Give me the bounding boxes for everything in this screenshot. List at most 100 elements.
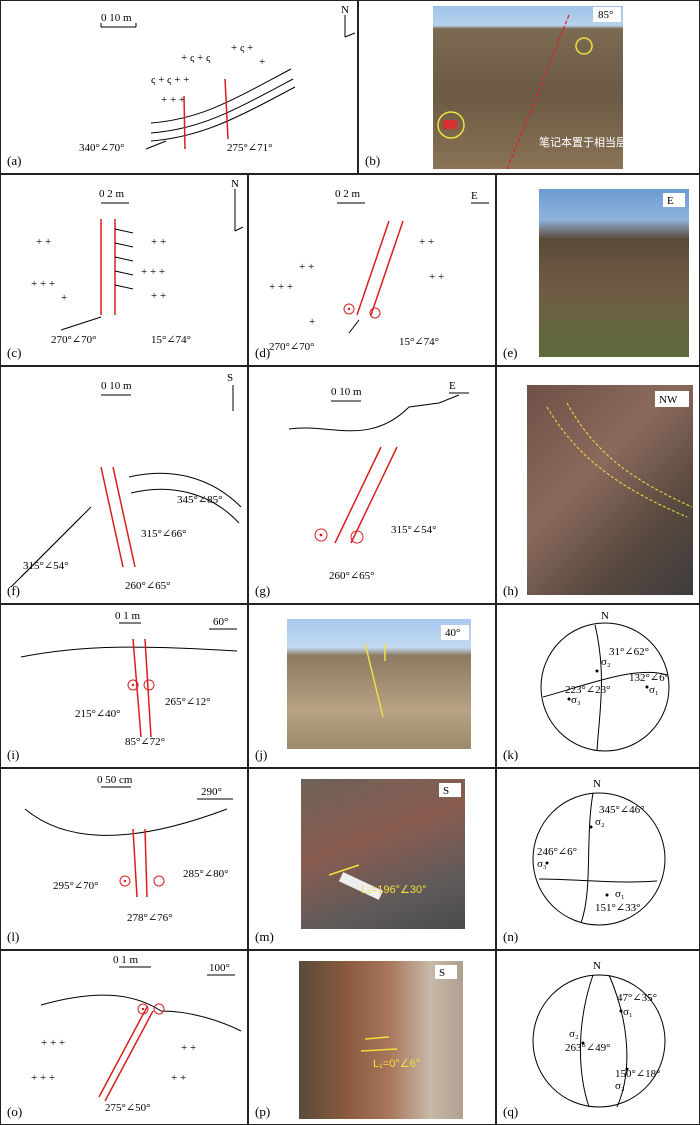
photo-j-overlay: 40° (364, 625, 469, 718)
svg-text:+ + +: + + + (161, 94, 185, 106)
north-arrow-c: N (231, 178, 239, 190)
sketch-i: 0 1 m 60° 265°∠12° 215°∠40° 85°∠72° (20, 610, 238, 748)
attitude-l-3: 278°∠76° (127, 912, 173, 924)
direction-d: E (471, 190, 478, 202)
photo-m (301, 779, 465, 929)
sketch-c: 0 2 m N + ++ + ++ + ++ + ++ + 270°∠70° 1… (31, 178, 244, 346)
svg-text:+ +: + + (429, 271, 444, 283)
svg-text:+ ς + ς: + ς + ς (181, 52, 211, 64)
sketch-l: 0 50 cm 290° 295°∠70° 285°∠80° 278°∠76° (24, 774, 233, 924)
orientation-b: 85° (598, 9, 613, 21)
photo-h (527, 385, 693, 595)
panel-b: 85° 笔记本置于相当层 (b) (358, 0, 700, 174)
direction-g: E (449, 380, 456, 392)
svg-text:+ +: + + (181, 1042, 196, 1054)
scale-bar-f: 0 10 m (101, 380, 132, 392)
svg-text:+ +: + + (299, 261, 314, 273)
panel-m: S L₁=196°∠30° (m) (248, 768, 496, 950)
photo-p-overlay: S L₁=0°∠6° (360, 965, 457, 1070)
attitude-f-1: 345°∠85° (177, 494, 223, 506)
orientation-i: 60° (213, 616, 228, 628)
sigma3-q: σ₃ (615, 1080, 625, 1092)
panel-label-c: (c) (7, 345, 22, 360)
svg-text:+: + (309, 316, 315, 328)
attitude-d-left: 270°∠70° (269, 341, 315, 353)
attitude-c-left: 270°∠70° (51, 334, 97, 346)
svg-text:+ +: + + (171, 1072, 186, 1084)
svg-text:+ +: + + (151, 290, 166, 302)
photo-b-overlay: 85° 笔记本置于相当层 (437, 7, 627, 170)
pole-k-2: 223°∠23° (565, 684, 611, 696)
sketch-a: 0 10 m N + ς + ς ς + ς + + + + + + ς + +… (79, 4, 356, 154)
panel-l: 0 50 cm 290° 295°∠70° 285°∠80° 278°∠76° … (0, 768, 248, 950)
panel-o: 0 1 m 100° + + ++ + ++ ++ + 275°∠50° (o) (0, 950, 248, 1125)
attitude-i-1: 265°∠12° (165, 696, 211, 708)
sigma1-k: σ₁ (649, 684, 659, 696)
sketch-f: 0 10 m S 345°∠85° 315°∠66° 315°∠54° 260°… (10, 372, 242, 592)
scale-bar-l: 0 50 cm (97, 774, 133, 786)
panel-d: 0 2 m E + + ++ ++ + ++ + 270°∠70° 15°∠74… (248, 174, 496, 366)
attitude-i-3: 85°∠72° (125, 736, 165, 748)
lineation-m: L₁=196°∠30° (361, 884, 427, 896)
panel-j: 40° (j) (248, 604, 496, 768)
panel-h: NW (h) (496, 366, 700, 604)
caption-b: 笔记本置于相当层 (539, 135, 627, 149)
attitude-c-right: 15°∠74° (151, 334, 191, 346)
panel-i: 0 1 m 60° 265°∠12° 215°∠40° 85°∠72° (i) (0, 604, 248, 768)
panel-label-n: (n) (503, 929, 519, 944)
scale-bar-o: 0 1 m (113, 954, 139, 966)
photo-e (539, 189, 689, 357)
pole-k-1: 31°∠62° (609, 646, 649, 658)
sigma3-k: σ₃ (571, 694, 581, 706)
sigma2-q: σ₂ (569, 1028, 579, 1040)
pole-n-1: 345°∠46° (599, 804, 645, 816)
svg-text:+: + (61, 292, 67, 304)
direction-f: S (227, 372, 233, 384)
photo-h-overlay: NW (546, 391, 693, 518)
svg-text:+: + (259, 56, 265, 68)
attitude-d-right: 15°∠74° (399, 336, 439, 348)
attitude-a-right: 275°∠71° (227, 142, 273, 154)
svg-text:+ + +: + + + (41, 1037, 65, 1049)
panel-label-k: (k) (503, 747, 519, 762)
panel-label-d: (d) (255, 345, 271, 360)
panel-label-g: (g) (255, 583, 271, 598)
svg-text:+ +: + + (36, 236, 51, 248)
panel-q: N 47°∠35° σ₁ σ₂ 263°∠49° 150°∠18° σ₃ (q) (496, 950, 700, 1125)
panel-g: 0 10 m E 315°∠54° 260°∠65° (g) (248, 366, 496, 604)
sigma1-q: σ₁ (623, 1006, 633, 1018)
north-label-q: N (593, 960, 601, 972)
sketch-g: 0 10 m E 315°∠54° 260°∠65° (288, 380, 469, 582)
attitude-l-2: 285°∠80° (183, 868, 229, 880)
pole-q-1: 47°∠35° (617, 992, 657, 1004)
panel-c: 0 2 m N + ++ + ++ + ++ + ++ + 270°∠70° 1… (0, 174, 248, 366)
panel-label-e: (e) (503, 345, 518, 360)
panel-label-q: (q) (503, 1104, 519, 1119)
direction-m: S (443, 785, 449, 797)
svg-text:+ + +: + + + (269, 281, 293, 293)
photo-b (433, 6, 623, 169)
north-label-k: N (601, 610, 609, 622)
stereonet-k: N 31°∠62° σ₂ 223°∠23° σ₃ 132°∠6° σ₁ (540, 610, 670, 752)
panel-label-o: (o) (7, 1104, 23, 1119)
photo-m-overlay: S L₁=196°∠30° (328, 783, 461, 900)
sigma1-n: σ₁ (615, 888, 625, 900)
panel-p: S L₁=0°∠6° (p) (248, 950, 496, 1125)
direction-h: NW (659, 394, 678, 406)
direction-e: E (667, 195, 674, 207)
pole-q-3: 150°∠18° (615, 1068, 661, 1080)
svg-text:+ + +: + + + (31, 1072, 55, 1084)
pole-n-3: 151°∠33° (595, 902, 641, 914)
photo-p (299, 961, 463, 1119)
svg-text:+ +: + + (151, 236, 166, 248)
attitude-f-2: 315°∠66° (141, 528, 187, 540)
sigma3-n: σ₃ (537, 858, 547, 870)
attitude-i-2: 215°∠40° (75, 708, 121, 720)
photo-j (287, 619, 471, 749)
attitude-f-4: 260°∠65° (125, 580, 171, 592)
scale-bar-c: 0 2 m (99, 188, 125, 200)
pole-k-3: 132°∠6° (629, 672, 669, 684)
svg-text:+ + +: + + + (31, 278, 55, 290)
panel-label-i: (i) (7, 747, 20, 762)
scale-bar-i: 0 1 m (115, 610, 141, 622)
